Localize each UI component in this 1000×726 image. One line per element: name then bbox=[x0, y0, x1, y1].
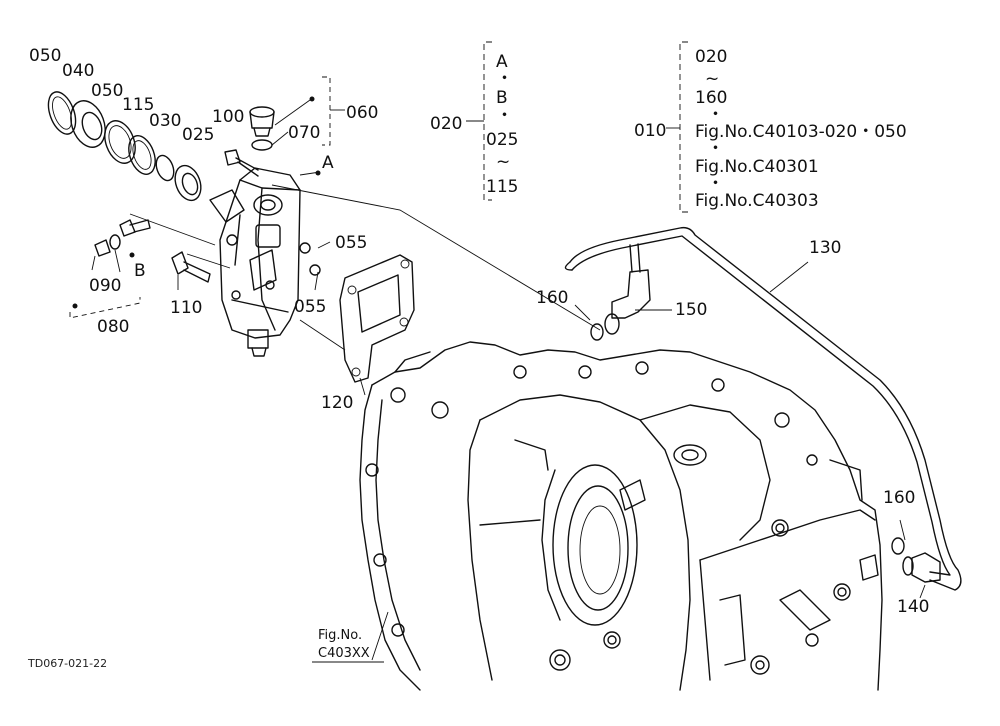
group-010-number: 010 bbox=[634, 121, 666, 141]
group-010-line-5: ・ bbox=[707, 139, 724, 159]
callout-150: 150 bbox=[675, 300, 707, 320]
callout-labels: 050 040 050 115 030 025 100 070 060 A 05… bbox=[29, 46, 929, 617]
figref-line-2: C403XX bbox=[318, 646, 370, 661]
group-020-number: 020 bbox=[430, 114, 462, 134]
callout-055-a: 055 bbox=[335, 233, 367, 253]
group-020-line-1: ・ bbox=[496, 69, 513, 89]
group-020-line-2: B bbox=[496, 88, 508, 108]
transmission-case-drawing bbox=[359, 341, 883, 691]
leader-lines bbox=[69, 41, 926, 661]
connector-140-drawing bbox=[891, 537, 941, 583]
group-020: 020 A ・ B ・ 025 ~ 115 bbox=[430, 52, 518, 197]
callout-050-a: 050 bbox=[29, 46, 61, 66]
valve-body-drawing bbox=[209, 167, 301, 357]
group-020-line-5: ~ bbox=[496, 152, 510, 172]
group-020-line-4: 025 bbox=[486, 130, 518, 150]
callout-040: 040 bbox=[62, 61, 94, 81]
callout-030: 030 bbox=[149, 111, 181, 131]
drawing-code: TD067-021-22 bbox=[27, 657, 107, 670]
callout-115: 115 bbox=[122, 95, 154, 115]
group-010-line-4: Fig.No.C40103-020・050 bbox=[695, 122, 907, 142]
callout-025: 025 bbox=[182, 125, 214, 145]
group-010-line-8: Fig.No.C40303 bbox=[695, 191, 819, 211]
callout-055-b: 055 bbox=[294, 297, 326, 317]
callout-060: 060 bbox=[346, 103, 378, 123]
callout-160-b: 160 bbox=[883, 488, 915, 508]
callout-080: 080 bbox=[97, 317, 129, 337]
group-010-line-0: 020 bbox=[695, 47, 727, 67]
elbow-150-drawing bbox=[590, 269, 651, 341]
callout-b: B bbox=[134, 261, 146, 281]
group-010-line-3: ・ bbox=[707, 105, 724, 125]
group-010-line-2: 160 bbox=[695, 88, 727, 108]
bolts-drawing bbox=[94, 149, 321, 283]
callout-160-a: 160 bbox=[536, 288, 568, 308]
callout-070: 070 bbox=[288, 123, 320, 143]
figure-reference: Fig.No. C403XX bbox=[312, 628, 384, 663]
group-010-line-1: ~ bbox=[705, 69, 719, 89]
callout-120: 120 bbox=[321, 393, 353, 413]
group-010-line-7: ・ bbox=[707, 174, 724, 194]
callout-050-b: 050 bbox=[91, 81, 123, 101]
pipe-130-drawing bbox=[564, 226, 962, 591]
gasket-120-drawing bbox=[339, 254, 415, 383]
group-020-line-3: ・ bbox=[496, 106, 513, 126]
callout-a: A bbox=[322, 153, 334, 173]
callout-140: 140 bbox=[897, 597, 929, 617]
group-020-line-6: 115 bbox=[486, 177, 518, 197]
callout-110: 110 bbox=[170, 298, 202, 318]
ring-stack-drawing bbox=[47, 91, 202, 202]
plug-100-drawing bbox=[249, 106, 275, 151]
group-010: 010 020 ~ 160 ・ Fig.No.C40103-020・050 ・ … bbox=[634, 47, 907, 211]
group-010-line-6: Fig.No.C40301 bbox=[695, 157, 819, 177]
group-020-line-0: A bbox=[496, 52, 508, 72]
callout-130: 130 bbox=[809, 238, 841, 258]
callout-100: 100 bbox=[212, 107, 244, 127]
figref-line-1: Fig.No. bbox=[318, 628, 362, 643]
callout-090: 090 bbox=[89, 276, 121, 296]
